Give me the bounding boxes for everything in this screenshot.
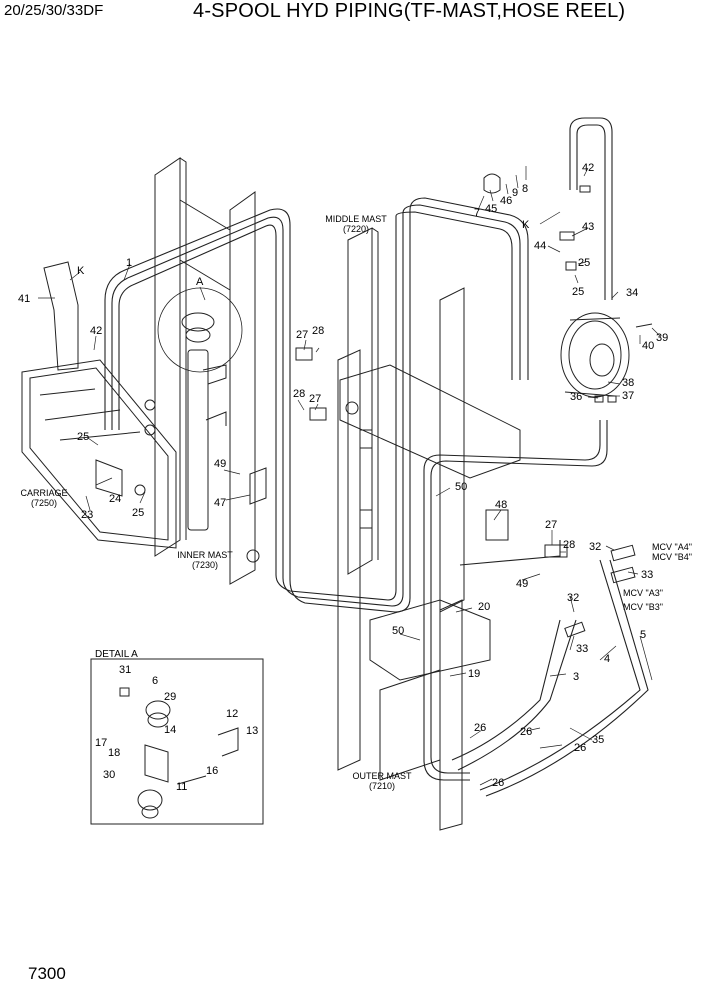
callout-43: 43 — [582, 221, 594, 233]
callout-k-a: K — [77, 265, 85, 277]
callout-13: 13 — [246, 725, 258, 737]
component-labels: CARRIAGE (7250) INNER MAST (7230) MIDDLE… — [20, 214, 412, 791]
callout-33-a: 33 — [641, 569, 653, 581]
leader-lines — [38, 166, 661, 786]
callout-27-a: 27 — [296, 329, 308, 341]
callout-11: 11 — [176, 781, 187, 793]
callout-17: 17 — [95, 737, 107, 749]
page-title: 4-SPOOL HYD PIPING(TF-MAST,HOSE REEL) — [193, 0, 626, 22]
bracket-41 — [43, 261, 79, 371]
mcv-a4-label: MCV "A4" — [652, 542, 692, 552]
callout-20: 20 — [478, 601, 490, 613]
callout-49-a: 49 — [214, 458, 226, 470]
callout-k-b: K — [522, 219, 530, 231]
callout-3: 3 — [573, 671, 579, 683]
callout-26-a: 26 — [474, 722, 486, 734]
carriage-label: CARRIAGE — [20, 488, 67, 498]
middle-mast — [339, 227, 521, 613]
callout-48: 48 — [495, 499, 507, 511]
callout-50-a: 50 — [455, 481, 467, 493]
callout-26-d: 26 — [492, 777, 504, 789]
callout-25-d: 25 — [572, 286, 584, 298]
carriage-code: (7250) — [31, 498, 57, 508]
callout-25-c: 25 — [578, 257, 590, 269]
callout-30: 30 — [103, 769, 115, 781]
model-code: 20/25/30/33DF — [4, 2, 104, 19]
callout-46: 46 — [500, 195, 512, 207]
hose-loop-carriage — [104, 197, 529, 613]
callout-29: 29 — [164, 691, 176, 703]
middle-mast-label: MIDDLE MAST — [325, 214, 387, 224]
callout-41: 41 — [18, 293, 30, 305]
callout-44: 44 — [534, 240, 546, 252]
callout-28-a: 28 — [312, 325, 324, 337]
callout-42-b: 42 — [582, 162, 594, 174]
callout-35: 35 — [592, 734, 604, 746]
lift-cylinder — [157, 287, 243, 531]
callout-19: 19 — [468, 668, 480, 680]
outer-mast-label: OUTER MAST — [352, 771, 412, 781]
callout-40: 40 — [642, 340, 654, 352]
callout-33-b: 33 — [576, 643, 588, 655]
callout-32-a: 32 — [589, 541, 601, 553]
callout-27-c: 27 — [545, 519, 557, 531]
outer-mast — [337, 349, 491, 831]
callout-32-b: 32 — [567, 592, 579, 604]
callout-45: 45 — [485, 203, 497, 215]
callout-23: 23 — [81, 509, 93, 521]
callout-39: 39 — [656, 332, 668, 344]
callout-37: 37 — [622, 390, 634, 402]
callout-25-b: 25 — [132, 507, 144, 519]
callout-9: 9 — [512, 187, 518, 199]
callout-47: 47 — [214, 497, 226, 509]
callout-49-b: 49 — [516, 578, 528, 590]
callout-4: 4 — [604, 653, 610, 665]
hose-loop-top — [569, 117, 613, 300]
callout-24: 24 — [109, 493, 121, 505]
inner-mast-label: INNER MAST — [177, 550, 233, 560]
page-number: 7300 — [28, 964, 66, 983]
callout-numbers: 1 3 4 5 6 7 8 9 11 12 13 14 16 17 18 19 … — [18, 162, 668, 793]
callout-1: 1 — [126, 257, 132, 269]
callout-42-a: 42 — [90, 325, 102, 337]
callout-12: 12 — [226, 708, 238, 720]
hose-reel-lines — [423, 420, 649, 797]
callout-8: 8 — [522, 183, 528, 195]
detail-a-label: DETAIL A — [95, 649, 138, 660]
callout-5: 5 — [640, 629, 646, 641]
callout-18: 18 — [108, 747, 120, 759]
callout-a: A — [196, 276, 204, 288]
callout-36: 36 — [570, 391, 582, 403]
mcv-b3-label: MCV "B3" — [623, 602, 663, 612]
callout-31: 31 — [119, 664, 131, 676]
mcv-labels: MCV "A4" MCV "B4" MCV "A3" MCV "B3" — [623, 542, 692, 612]
hose-reel — [560, 312, 630, 398]
outer-mast-code: (7210) — [369, 781, 395, 791]
callout-28-c: 28 — [563, 539, 575, 551]
callout-25-a: 25 — [77, 431, 89, 443]
callout-27-b: 27 — [309, 393, 321, 405]
callout-50-b: 50 — [392, 625, 404, 637]
callout-28-b: 28 — [293, 388, 305, 400]
callout-14: 14 — [164, 724, 176, 736]
inner-mast — [154, 157, 260, 585]
fittings — [249, 173, 653, 638]
callout-34: 34 — [626, 287, 638, 299]
callout-6: 6 — [152, 675, 158, 687]
mcv-b4-label: MCV "B4" — [652, 552, 692, 562]
detail-a-box — [90, 658, 264, 825]
callout-38: 38 — [622, 377, 634, 389]
callout-7: 7 — [474, 207, 480, 219]
middle-mast-code: (7220) — [343, 224, 369, 234]
mcv-a3-label: MCV "A3" — [623, 588, 663, 598]
callout-16: 16 — [206, 765, 218, 777]
callout-26-c: 26 — [574, 742, 586, 754]
callout-26-b: 26 — [520, 726, 532, 738]
inner-mast-code: (7230) — [192, 560, 218, 570]
